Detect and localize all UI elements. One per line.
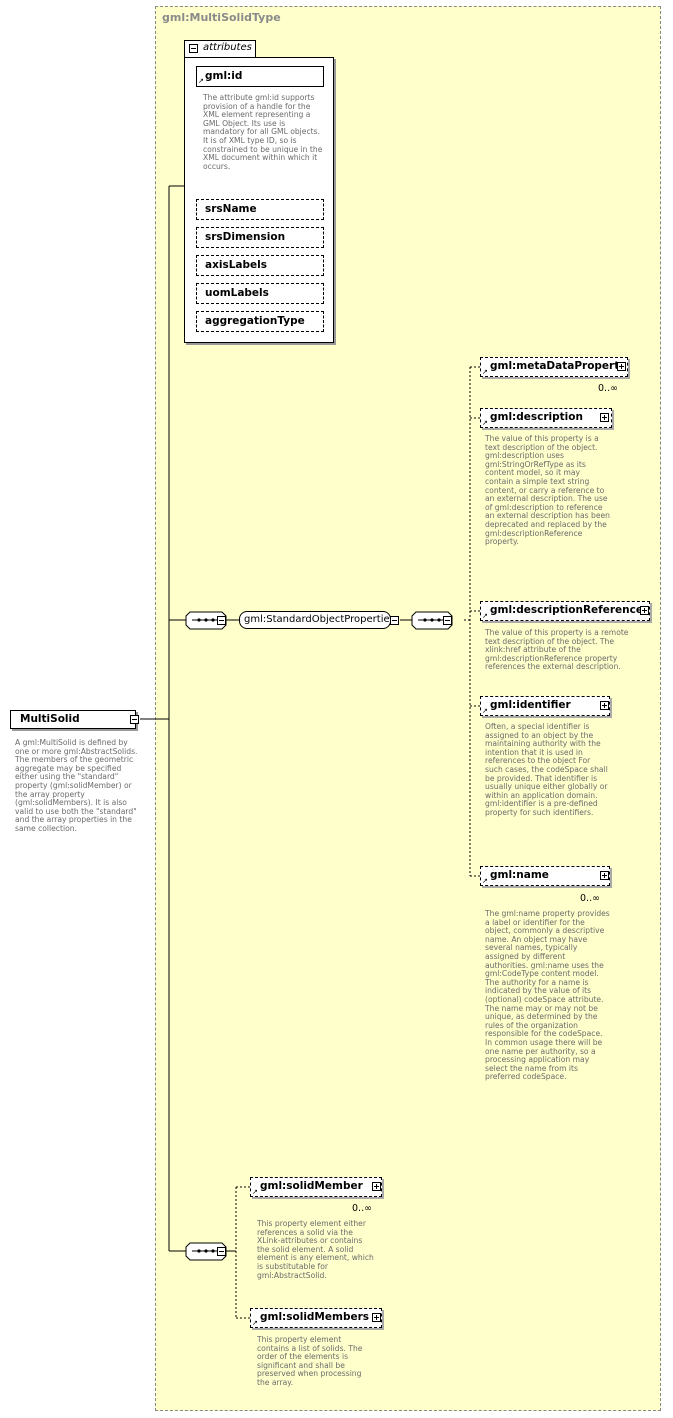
element-solidmembers-text: This property element contains a list of…	[257, 1335, 363, 1387]
root-element-label: MultiSolid	[20, 713, 80, 725]
reference-arrow-icon: ↗	[482, 419, 488, 427]
attribute-aggregationtype[interactable]: aggregationType	[196, 311, 324, 332]
expand-icon[interactable]	[617, 362, 626, 371]
multiplicity-label: 0..∞	[598, 383, 618, 394]
expand-icon[interactable]	[640, 606, 649, 615]
element-description-text: The value of this property is a text des…	[485, 434, 610, 547]
root-description: A gml:MultiSolid is defined by one or mo…	[15, 738, 138, 833]
element-name-text: The gml:name property provides a label o…	[485, 909, 610, 1082]
expand-icon[interactable]	[600, 413, 609, 422]
element-name[interactable]: gml:name	[480, 866, 610, 886]
attributes-collapse-icon[interactable]	[189, 44, 198, 53]
attribute-srsdimension[interactable]: srsDimension	[196, 227, 324, 248]
reference-arrow-icon: ↗	[482, 877, 488, 885]
expand-icon[interactable]	[372, 1182, 381, 1191]
attribute-axislabels[interactable]: axisLabels	[196, 255, 324, 276]
attribute-uomlabels[interactable]: uomLabels	[196, 283, 324, 304]
element-solidmembers[interactable]: gml:solidMembers	[250, 1308, 382, 1328]
reference-arrow-icon: ↗	[482, 612, 488, 620]
reference-arrow-icon: ↗	[198, 77, 204, 85]
root-element[interactable]: MultiSolid	[10, 710, 136, 729]
element-descriptionreference[interactable]: gml:descriptionReference	[480, 601, 650, 621]
attribute-gml-id-label: gml:id	[205, 70, 243, 82]
element-solidmember-text: This property element either references …	[257, 1219, 374, 1280]
sequence-collapse-icon[interactable]	[217, 1247, 226, 1256]
expand-icon[interactable]	[600, 701, 609, 710]
reference-arrow-icon: ↗	[482, 368, 488, 376]
attribute-gml-id[interactable]: gml:id	[196, 66, 324, 87]
group-standard-object-properties[interactable]: gml:StandardObjectProperties	[239, 611, 395, 629]
root-collapse-icon[interactable]	[130, 715, 139, 724]
attribute-srsname[interactable]: srsName	[196, 199, 324, 220]
element-solidmembers-label: gml:solidMembers	[260, 1311, 370, 1323]
element-metadataproperty[interactable]: gml:metaDataProperty	[480, 357, 628, 377]
element-solidmember-label: gml:solidMember	[260, 1180, 363, 1192]
element-identifier-text: Often, a special identifier is assigned …	[485, 722, 608, 817]
reference-arrow-icon: ↗	[482, 707, 488, 715]
group-label: gml:StandardObjectProperties	[244, 614, 395, 625]
attribute-gml-id-description: The attribute gml:id supports provision …	[203, 93, 323, 171]
multiplicity-label: 0..∞	[352, 1203, 372, 1214]
element-solidmember[interactable]: gml:solidMember	[250, 1177, 382, 1197]
attribute-srsdimension-label: srsDimension	[205, 231, 286, 243]
attributes-header: attributes	[203, 42, 252, 53]
element-description-label: gml:description	[490, 411, 583, 423]
attribute-axislabels-label: axisLabels	[205, 259, 267, 271]
multiplicity-label: 0..∞	[580, 893, 600, 904]
attributes-tab[interactable]: attributes	[184, 40, 256, 57]
expand-icon[interactable]	[372, 1313, 381, 1322]
group-collapse-icon[interactable]	[390, 616, 399, 625]
element-description[interactable]: gml:description	[480, 408, 612, 428]
attribute-srsname-label: srsName	[205, 203, 257, 215]
element-identifier-label: gml:identifier	[490, 699, 571, 711]
element-identifier[interactable]: gml:identifier	[480, 696, 610, 716]
element-descriptionreference-label: gml:descriptionReference	[490, 604, 643, 616]
attribute-aggregationtype-label: aggregationType	[205, 315, 305, 327]
element-descriptionreference-text: The value of this property is a remote t…	[485, 628, 629, 672]
attribute-uomlabels-label: uomLabels	[205, 287, 269, 299]
element-name-label: gml:name	[490, 869, 549, 881]
sequence-collapse-icon[interactable]	[443, 616, 452, 625]
reference-arrow-icon: ↗	[252, 1319, 258, 1327]
element-metadataproperty-label: gml:metaDataProperty	[490, 360, 627, 372]
sequence-collapse-icon[interactable]	[217, 616, 226, 625]
type-title: gml:MultiSolidType	[162, 11, 281, 24]
expand-icon[interactable]	[600, 871, 609, 880]
reference-arrow-icon: ↗	[252, 1188, 258, 1196]
